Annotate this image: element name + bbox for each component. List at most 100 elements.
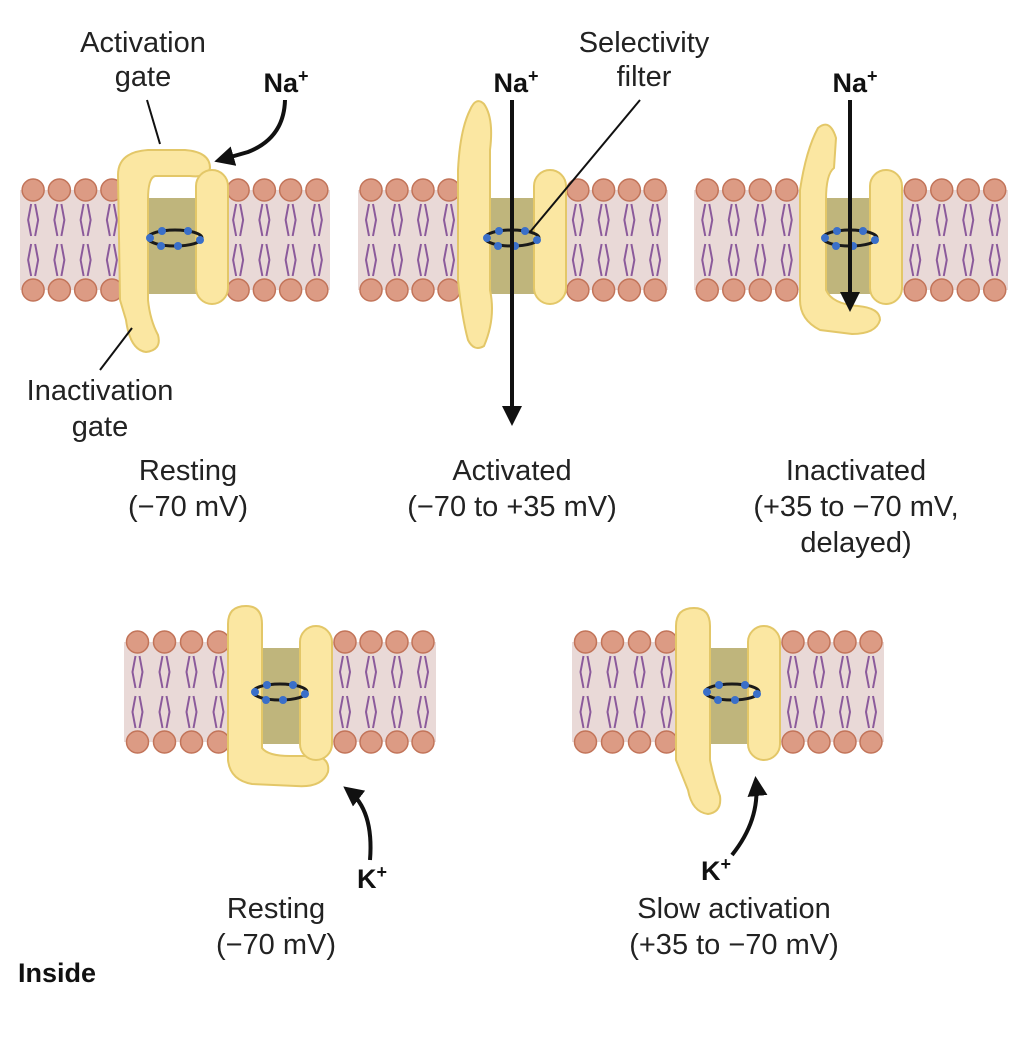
lipid-tail (754, 243, 760, 277)
lipid-tail (158, 695, 164, 729)
lipid-tail (812, 695, 818, 729)
selectivity-filter-pointer (529, 99, 641, 233)
lipid-head (695, 278, 719, 302)
lipid-head (152, 630, 177, 654)
lipid-head (983, 178, 1007, 202)
lipid-tail (633, 695, 639, 729)
channel-subunit (533, 169, 567, 305)
selectivity-filter-label-line1: Selectivity (579, 27, 710, 59)
lipid-tail (158, 655, 164, 689)
lipid-head (807, 630, 831, 654)
lipid-tail (761, 203, 767, 237)
lipid-tail (450, 243, 456, 277)
lipid-tail (138, 655, 144, 689)
lipid-head (566, 278, 590, 302)
lipid-tail (398, 655, 404, 689)
activation-gate-pointer (146, 99, 161, 145)
lipid-tail (372, 655, 378, 689)
lipid-tail (787, 243, 793, 277)
lipid-head (125, 630, 150, 654)
lipid-tail (623, 203, 629, 237)
lipid-tail (640, 695, 646, 729)
lipid-head (21, 278, 45, 302)
lipid-tail (424, 655, 430, 689)
lipid-head (591, 278, 616, 302)
lipid-tail (424, 203, 430, 237)
na-ion-label: Na+ (832, 66, 877, 98)
lipid-head (73, 178, 98, 202)
lipid-head (930, 278, 954, 302)
lipid-head (748, 178, 772, 202)
activation-gate-label-line2: gate (115, 61, 171, 93)
lipid-head (125, 730, 150, 754)
lipid-head (206, 630, 231, 654)
lipid-tail (185, 655, 191, 689)
lipid-head (206, 730, 231, 754)
selectivity-filter (146, 227, 204, 250)
inactivation-gate-pointer (99, 327, 133, 371)
lipid-head (47, 178, 72, 202)
lipid-tail (942, 203, 948, 237)
lipid-tail (265, 203, 271, 237)
lipid-head (722, 178, 746, 202)
channel-subunit (747, 625, 781, 761)
na-resting-caption-line1: Resting (139, 455, 237, 487)
lipid-tail (372, 695, 378, 729)
lipid-head (617, 178, 642, 202)
na-activated-caption-line1: Activated (452, 455, 571, 487)
channel-subunit (195, 169, 229, 305)
na-channel-activated (457, 99, 641, 426)
lipid-head (359, 278, 383, 302)
membrane-band (20, 190, 125, 290)
lipid-head (385, 630, 409, 654)
lipid-tail (727, 203, 733, 237)
lipid-tail (812, 655, 818, 689)
lipid-tail (258, 203, 264, 237)
lipid-tail (86, 203, 92, 237)
lipid-head (859, 730, 883, 754)
membrane-band (565, 190, 668, 290)
lipid-tail (571, 243, 577, 277)
lipid-head (226, 178, 250, 202)
lipid-tail (754, 203, 760, 237)
lipid-tail (656, 243, 662, 277)
lipid-tail (105, 243, 111, 277)
lipid-tail (291, 203, 297, 237)
na-resting-caption-line2: (−70 mV) (128, 491, 248, 523)
lipid-head (226, 278, 250, 302)
lipid-tail (864, 695, 870, 729)
lipid-head (983, 278, 1007, 302)
na-ion-label: Na+ (263, 66, 308, 98)
k-resting-caption-line1: Resting (227, 893, 325, 925)
lipid-head (152, 730, 177, 754)
k-ion-label: K+ (701, 854, 731, 886)
lipid-tail (613, 655, 619, 689)
lipid-head (833, 630, 857, 654)
lipid-tail (786, 655, 792, 689)
lipid-tail (372, 243, 378, 277)
lipid-tail (786, 695, 792, 729)
lipid-tail (667, 695, 673, 729)
lipid-tail (708, 243, 714, 277)
lipid-tail (780, 243, 786, 277)
channel-subunit (299, 625, 333, 761)
lipid-head (781, 630, 805, 654)
lipid-tail (284, 203, 290, 237)
lipid-tail (846, 695, 852, 729)
lipid-tail (846, 655, 852, 689)
lipid-head (627, 730, 652, 754)
lipid-tail (416, 243, 422, 277)
na-channel-inactivated (799, 100, 903, 336)
lipid-tail (364, 203, 370, 237)
lipid-tail (578, 203, 584, 237)
lipid-tail (232, 243, 238, 277)
lipid-tail (346, 695, 352, 729)
lipid-tail (219, 655, 225, 689)
lipid-head (333, 730, 357, 754)
lipid-tail (656, 203, 662, 237)
lipid-tail (442, 243, 448, 277)
lipid-tail (398, 243, 404, 277)
lipid-tail (909, 203, 915, 237)
na-activated-caption-line2: (−70 to +35 mV) (407, 491, 617, 523)
lipid-tail (60, 243, 66, 277)
